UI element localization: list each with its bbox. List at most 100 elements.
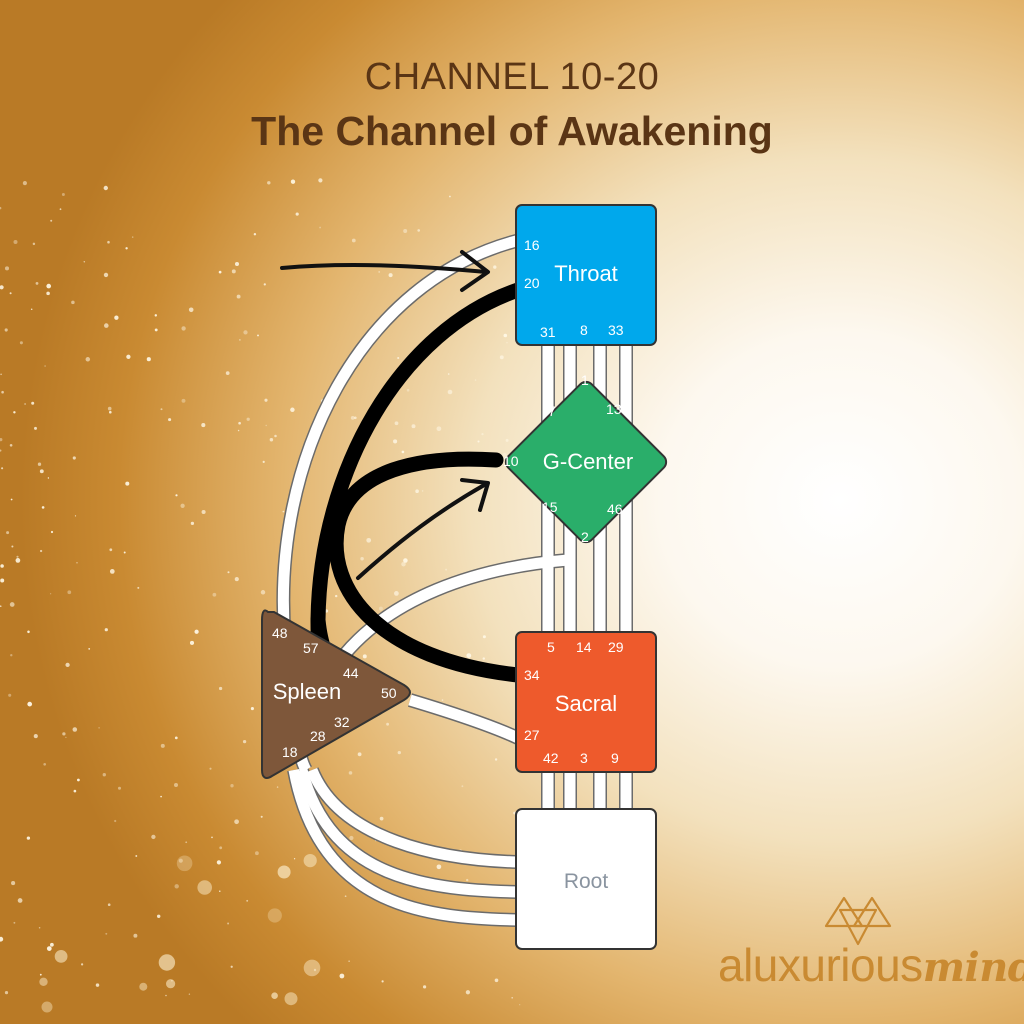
sparkle-dot [76, 562, 78, 564]
sparkle-dot [499, 355, 504, 360]
sparkle-dot [339, 973, 345, 979]
gate-20: 20 [524, 275, 540, 291]
bokeh-dot [284, 992, 298, 1006]
g-center: G-Center 1 7 13 10 15 46 2 [503, 372, 668, 545]
bokeh-dot [39, 977, 48, 986]
bokeh-dot [158, 954, 176, 971]
sparkle-dot [465, 990, 471, 995]
sparkle-dot [49, 593, 52, 595]
sparkle-dot [211, 836, 213, 839]
sparkle-dot [173, 782, 179, 788]
bokeh-dot [197, 880, 212, 895]
sparkle-dot [190, 521, 195, 526]
sparkle-dot [0, 206, 2, 210]
sparkle-dot [466, 653, 472, 658]
sparkle-dot [481, 433, 484, 436]
sparkle-dot [67, 590, 72, 595]
sparkle-dot [50, 219, 53, 222]
sparkle-dot [109, 410, 112, 414]
sparkle-dot [11, 545, 14, 548]
sparkle-dot [422, 985, 427, 989]
gate-2: 2 [581, 529, 589, 545]
channel-10-black [328, 451, 526, 683]
gate-32: 32 [334, 714, 350, 730]
sparkle-dot [146, 357, 151, 362]
sparkle-dot [73, 789, 77, 793]
spleen-center-label: Spleen [273, 679, 342, 704]
sparkle-dot [10, 654, 13, 657]
sparkle-dot [201, 509, 206, 515]
bokeh-dot [271, 992, 278, 999]
sparkle-dot [1, 467, 4, 470]
sparkle-dot [511, 996, 514, 999]
sparkle-dot [65, 736, 67, 739]
gate-16: 16 [524, 237, 540, 253]
sparkle-dot [348, 960, 350, 962]
sparkle-dot [181, 398, 186, 403]
bokeh-dot [166, 979, 176, 989]
sparkle-dot [379, 816, 384, 821]
sparkle-dot [114, 315, 119, 320]
sparkle-dot [461, 785, 464, 788]
gate-42: 42 [543, 750, 559, 766]
gate-44: 44 [343, 665, 359, 681]
sparkle-dot [59, 208, 62, 211]
sparkle-dot [160, 795, 162, 798]
sparkle-dot [39, 549, 43, 553]
sparkle-dot [506, 341, 508, 344]
sparkle-dot [466, 878, 469, 882]
gate-9: 9 [611, 750, 619, 766]
sparkle-dot [189, 640, 195, 645]
sparkle-dot [83, 261, 86, 263]
sparkle-dot [102, 773, 106, 777]
gate-28: 28 [310, 728, 326, 744]
sparkle-dot [80, 963, 84, 966]
sparkle-dot [505, 438, 509, 442]
channel-20-34-black [310, 282, 526, 676]
sparkle-dot [6, 531, 10, 535]
sparkle-dot [260, 590, 266, 595]
sparkle-dot [447, 373, 450, 375]
sparkle-dot [174, 736, 178, 740]
sparkle-dot [421, 490, 424, 492]
sparkle-dot [43, 762, 47, 766]
brand-wordmark: aluxuriousmind [718, 938, 1024, 992]
sparkle-dot [137, 586, 140, 589]
sparkle-dot [218, 686, 223, 691]
sparkle-dot [1, 390, 4, 394]
bokeh-dot [303, 959, 321, 977]
sparkle-dot [174, 884, 179, 889]
sparkle-dot [353, 416, 357, 420]
sparkle-dot [88, 648, 91, 650]
sparkle-dot [276, 786, 279, 788]
sparkle-dot [246, 417, 250, 421]
bokeh-dot [139, 982, 148, 991]
sparkle-dot [77, 778, 80, 782]
sparkle-dot [357, 752, 362, 757]
sparkle-dot [38, 926, 41, 929]
bokeh-dot [267, 908, 282, 923]
sparkle-dot [348, 771, 353, 775]
sparkle-dot [238, 421, 241, 425]
sparkle-dot [234, 261, 240, 267]
sparkle-dot [401, 450, 405, 454]
sparkle-dot [394, 591, 399, 596]
sparkle-dot [393, 439, 398, 444]
gate-31: 31 [540, 324, 556, 340]
sparkle-dot [33, 734, 38, 739]
sparkle-dot [411, 424, 416, 429]
sparkle-dot [27, 630, 30, 634]
sparkle-dot [15, 558, 21, 563]
sparkle-dot [265, 424, 267, 427]
sparkle-dot [185, 841, 188, 844]
sparkle-dot [103, 272, 109, 278]
sparkle-dot [74, 515, 77, 517]
sparkle-dot [156, 914, 161, 919]
sparkle-dot [160, 408, 163, 411]
sparkle-dot [246, 899, 249, 902]
sparkle-dot [503, 333, 508, 338]
sparkle-dot [313, 968, 317, 972]
arrowhead-gate-20 [460, 250, 490, 292]
sparkle-dot [13, 921, 16, 924]
sparkle-dot [335, 594, 338, 598]
